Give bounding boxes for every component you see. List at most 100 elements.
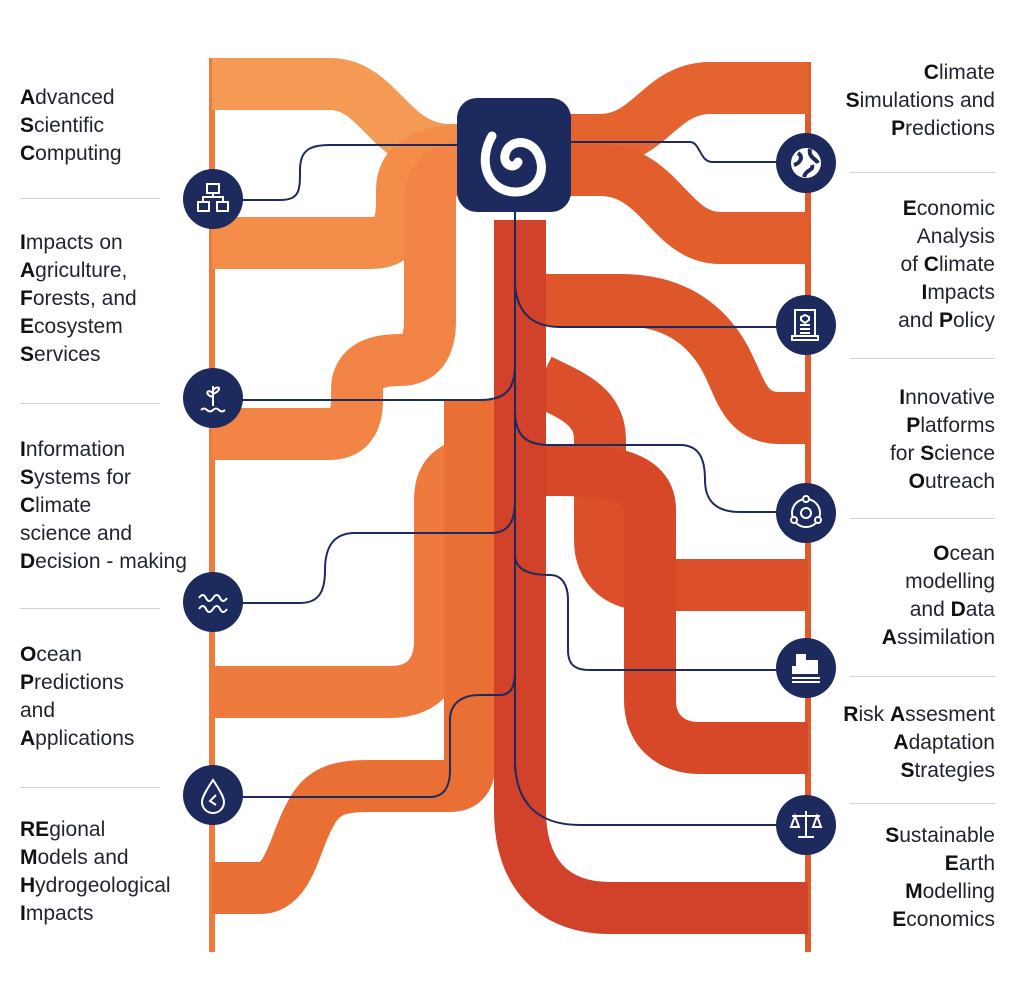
label-line: Agriculture, (20, 257, 137, 285)
divider (20, 198, 160, 199)
label-line: Systems for (20, 464, 187, 492)
label-line: Services (20, 341, 137, 369)
label-line: of Climate (898, 251, 995, 279)
label-line: and (20, 697, 134, 725)
label-text: ystems for (34, 466, 131, 489)
label-line: Simulations and (846, 87, 995, 115)
label-line: modelling (882, 568, 995, 596)
label-initial: O (20, 643, 37, 666)
label-initial: H (20, 874, 36, 897)
label-initial: S (20, 343, 35, 366)
waves-icon (183, 572, 243, 632)
label-text: olicy (952, 309, 995, 332)
label-line: Impacts (898, 279, 995, 307)
divider (20, 403, 160, 404)
label-text: trategies (914, 759, 995, 782)
label-text: ata (965, 598, 995, 621)
label-initial: O (933, 542, 950, 565)
divider (20, 608, 160, 609)
band-left-3 (212, 139, 481, 460)
label-line: Platforms (890, 412, 995, 440)
database-network-icon (183, 169, 243, 229)
label-text: ssimilation (896, 626, 995, 649)
label-text: imulations and (859, 89, 995, 112)
label-line: Modelling (885, 878, 995, 906)
label-text: science and (20, 522, 133, 545)
connector-right-5 (514, 759, 780, 826)
label-text: utreach (924, 470, 995, 493)
label-initial: F (20, 287, 33, 310)
label-line: Analysis (898, 223, 995, 251)
label-text: ssesment (905, 703, 995, 726)
label-line: for Science (890, 440, 995, 468)
label-line: Impacts on (20, 229, 137, 257)
label-initial: E (944, 852, 959, 875)
label-initial: I (20, 438, 26, 461)
label-initial: C (20, 494, 36, 517)
label-text: ervices (34, 343, 101, 366)
label-initial: S (845, 89, 860, 112)
label-text: nformation (25, 438, 126, 461)
label-text: mpacts (25, 902, 94, 925)
label-text: conomic (916, 197, 995, 220)
label-line: Sustainable (885, 822, 995, 850)
label-text: limate (35, 494, 92, 517)
divider (850, 803, 995, 804)
label-text: latforms (920, 414, 995, 437)
label-line: Outreach (890, 468, 995, 496)
label-text: isk (858, 703, 890, 726)
label-line: Risk Assesment (843, 701, 995, 729)
band-left-5 (212, 400, 496, 914)
label-line: Models and (20, 844, 171, 872)
label-text: daptation (908, 731, 995, 754)
label-initial: S (900, 759, 915, 782)
label-line: Predictions (846, 115, 995, 143)
center-logo (457, 98, 571, 212)
label-text: modelling (905, 570, 995, 593)
label-text: cean (36, 643, 82, 666)
label-text: limate (938, 61, 995, 84)
spiral-logo-icon (480, 131, 546, 197)
label-initial: I (20, 231, 26, 254)
label-initial: E (892, 908, 907, 931)
water-drop-icon (183, 765, 243, 825)
label-text: cosystem (34, 315, 123, 338)
label-text: gional (49, 818, 106, 841)
label-line: and Data (882, 596, 995, 624)
coastal-buildings-icon (776, 638, 836, 698)
label-line: Strategies (843, 757, 995, 785)
label-initial: I (20, 902, 26, 925)
label-line: Impacts (20, 900, 171, 928)
label-text: and (20, 699, 56, 722)
label-line: Earth (885, 850, 995, 878)
label-text: limate (938, 253, 995, 276)
label-line: and Policy (898, 307, 995, 335)
label-initial: E (20, 315, 35, 338)
label-initial: S (20, 114, 35, 137)
label-text: dvanced (35, 86, 115, 109)
plant-water-icon (183, 368, 243, 428)
label-text: odelling (922, 880, 995, 903)
divider (850, 358, 995, 359)
label-text: Analysis (916, 225, 995, 248)
label-text: cientific (34, 114, 105, 137)
label-initial: A (893, 731, 909, 754)
orbit-platform-icon (776, 483, 836, 543)
label-line: science and (20, 520, 187, 548)
policy-document-icon (776, 295, 836, 355)
label-initial: I (899, 386, 906, 409)
label-initial: S (920, 442, 935, 465)
label-text: griculture, (35, 259, 128, 282)
label-text: redictions (34, 671, 124, 694)
label-line: Innovative (890, 384, 995, 412)
label-initial: D (950, 598, 966, 621)
label-initial: R (843, 703, 859, 726)
label-initial: P (20, 671, 35, 694)
label-initial: C (20, 142, 36, 165)
